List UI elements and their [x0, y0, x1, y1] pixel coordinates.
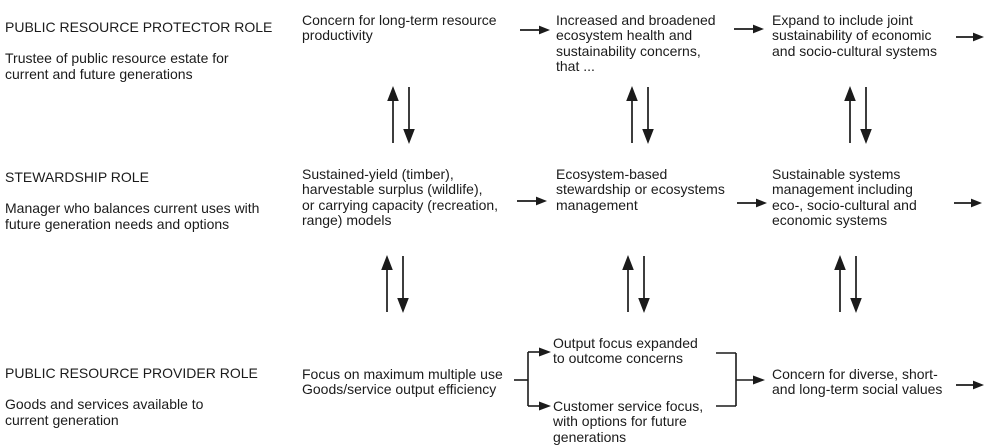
right-arrow-icon [956, 380, 984, 390]
stage-provider-branch-customer: Customer service focus, with options for… [553, 398, 704, 445]
right-arrow-icon [517, 196, 547, 206]
stage-stewardship-1: Sustained-yield (timber), harvestable su… [302, 166, 499, 229]
role-description: Trustee of public resource estate for cu… [5, 50, 229, 82]
up-down-arrows-icon [626, 86, 654, 144]
role-title: PUBLIC RESOURCE PROTECTOR ROLE [5, 19, 273, 36]
role-description: Manager who balances current uses with f… [5, 200, 260, 232]
stage-protector-1: Concern for long-term resource productiv… [302, 12, 497, 44]
stage-stewardship-3: Sustainable systems management including… [772, 166, 917, 229]
role-title: PUBLIC RESOURCE PROVIDER ROLE [5, 365, 258, 382]
up-down-arrows-icon [381, 255, 409, 313]
role-title: STEWARDSHIP ROLE [5, 169, 149, 186]
merge-bracket-icon [716, 352, 765, 407]
right-arrow-icon [954, 198, 982, 208]
stage-provider-branch-output: Output focus expanded to outcome concern… [553, 335, 698, 367]
role-description: Goods and services available to current … [5, 396, 204, 428]
right-arrow-icon [737, 198, 767, 208]
right-arrow-icon [956, 32, 984, 42]
up-down-arrows-icon [622, 255, 650, 313]
fork-bracket-icon [514, 347, 551, 411]
stage-provider-final: Concern for diverse, short- and long-ter… [772, 366, 943, 398]
role-label-protector: PUBLIC RESOURCE PROTECTOR ROLE Trustee o… [5, 5, 295, 97]
role-label-provider: PUBLIC RESOURCE PROVIDER ROLE Goods and … [5, 351, 300, 443]
stage-protector-3: Expand to include joint sustainability o… [772, 12, 937, 59]
stage-stewardship-2: Ecosystem-based stewardship or ecosystem… [556, 166, 725, 213]
right-arrow-icon [520, 25, 550, 35]
up-down-arrows-icon [834, 255, 862, 313]
up-down-arrows-icon [387, 86, 415, 144]
role-label-stewardship: STEWARDSHIP ROLE Manager who balances cu… [5, 155, 300, 247]
right-arrow-icon [734, 24, 764, 34]
stage-protector-2: Increased and broadened ecosystem health… [556, 12, 716, 75]
up-down-arrows-icon [844, 86, 872, 144]
stage-provider-1: Focus on maximum multiple use Goods/serv… [302, 366, 503, 398]
